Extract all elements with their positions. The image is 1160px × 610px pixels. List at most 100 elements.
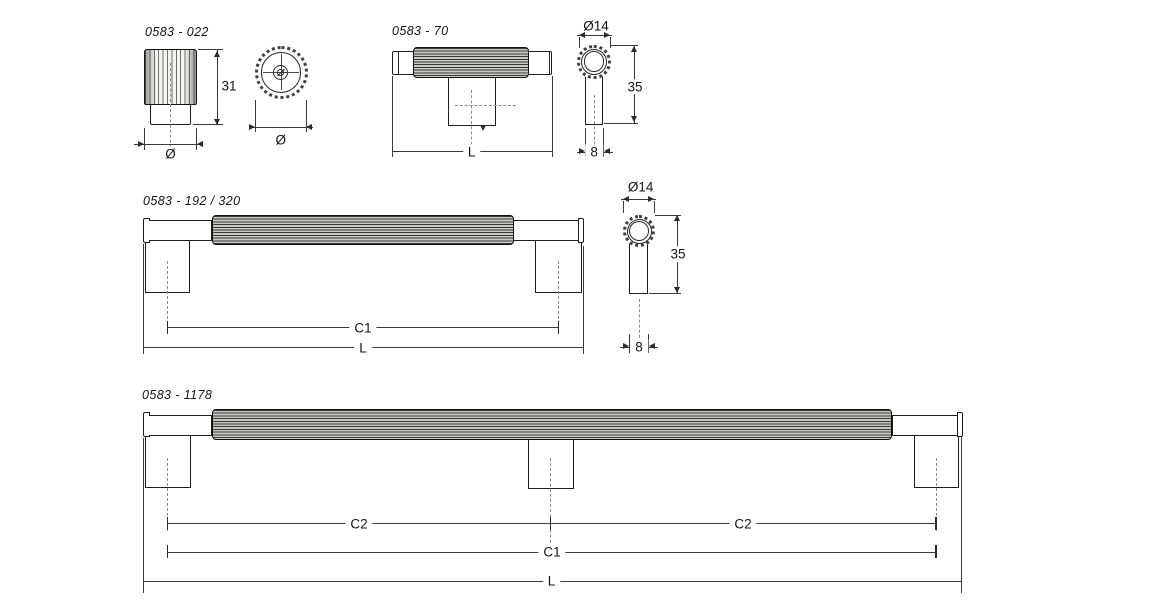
arrow-up-icon [631, 45, 637, 52]
arrow-left-icon [196, 140, 203, 147]
tick [935, 517, 937, 530]
arrow-right-icon [137, 140, 144, 147]
knurled-grip [212, 215, 514, 246]
arrow-right-icon [622, 343, 629, 350]
arrow-left-icon [603, 148, 610, 155]
dim-c2-line [167, 523, 937, 525]
centerline [170, 63, 172, 148]
product-code: 0583 - 70 [392, 23, 449, 38]
extension-line [579, 37, 581, 49]
centerline [550, 458, 552, 558]
centerline [167, 261, 169, 334]
arrow-left-icon [648, 343, 655, 350]
tick [166, 545, 169, 559]
extension-line [603, 128, 605, 157]
dim-height-label: 35 [622, 78, 648, 95]
stem-profile [629, 236, 649, 294]
screw-hole [277, 68, 285, 76]
extension-line [583, 246, 585, 354]
arrow-right-icon [603, 31, 610, 38]
dim-c2-left-label: C2 [345, 516, 373, 532]
dim-diameter-label: Ø [270, 131, 292, 148]
screw-boss [273, 64, 289, 80]
centerline [593, 95, 595, 150]
arrow-left-icon [579, 31, 586, 38]
arrow-down-icon [214, 118, 220, 125]
dim-diameter-line [577, 34, 612, 36]
bar-smooth-right [891, 414, 958, 437]
centerline [935, 458, 937, 531]
extension-line [654, 201, 656, 213]
dim-height-label: 31 [221, 78, 237, 94]
tick [557, 321, 560, 334]
bar-core-circle [583, 51, 605, 73]
dim-c2-right-label: C2 [729, 516, 757, 532]
dim-length-label: L [462, 144, 481, 160]
dim-diameter-line [134, 143, 203, 145]
end-cap-right [578, 217, 585, 243]
product-code: 0583 - 192 / 320 [143, 193, 241, 208]
extension-line [255, 100, 257, 132]
dim-diameter-label: Ø14 [578, 17, 614, 34]
tick [549, 517, 552, 530]
extension-line [623, 201, 625, 213]
arrow-up-icon [674, 215, 681, 222]
dim-diameter-label: Ø [160, 146, 181, 162]
dim-centers-label: C1 [538, 544, 566, 560]
extension-line [655, 214, 682, 216]
arrow-right-icon [248, 123, 255, 130]
extension-line [610, 45, 638, 47]
end-cap-seam [397, 51, 399, 74]
extension-line [196, 128, 198, 150]
centerline [471, 90, 473, 150]
extension-line [584, 128, 586, 157]
arrow-right-icon [578, 148, 585, 155]
extension-line [392, 76, 394, 157]
product-code: 0583 - 1178 [142, 387, 213, 402]
end-cap-seam [548, 51, 550, 74]
tick [166, 321, 169, 334]
dim-diameter-label: Ø14 [622, 178, 659, 195]
bar-smooth-left [149, 414, 213, 437]
arrow-right-icon [647, 195, 654, 202]
extension-line [306, 100, 308, 132]
extension-line [629, 333, 631, 353]
bar-smooth-left [149, 220, 213, 242]
centerline [167, 458, 169, 531]
arrow-down-icon [631, 116, 637, 123]
arrow-down-icon [674, 286, 681, 293]
extension-line [648, 333, 650, 353]
dim-length-label: L [354, 340, 372, 356]
centerline [557, 261, 559, 334]
extension-line [610, 37, 612, 49]
knurled-grip [212, 408, 892, 441]
bar-core-circle [629, 221, 650, 242]
extension-line [193, 124, 223, 126]
extension-line [551, 76, 553, 157]
centerline [638, 299, 640, 343]
dim-stem-label: 8 [585, 144, 603, 160]
dim-height-line [217, 50, 219, 125]
tbar-knurled-grip [413, 47, 529, 79]
extension-line [648, 293, 681, 295]
extension-line [143, 244, 145, 354]
dim-diameter-line [620, 198, 657, 200]
tbar-end-right [528, 50, 553, 75]
dim-stem-label: 8 [630, 339, 648, 355]
extension-line [960, 437, 962, 593]
arrow-left-icon [306, 123, 313, 130]
tick [935, 545, 937, 559]
extension-line [143, 438, 145, 593]
arrow-left-icon [623, 195, 629, 202]
dim-length-label: L [542, 573, 561, 589]
extension-line [143, 128, 145, 150]
arrow-up-icon [214, 50, 220, 57]
screw-tip [479, 125, 486, 132]
